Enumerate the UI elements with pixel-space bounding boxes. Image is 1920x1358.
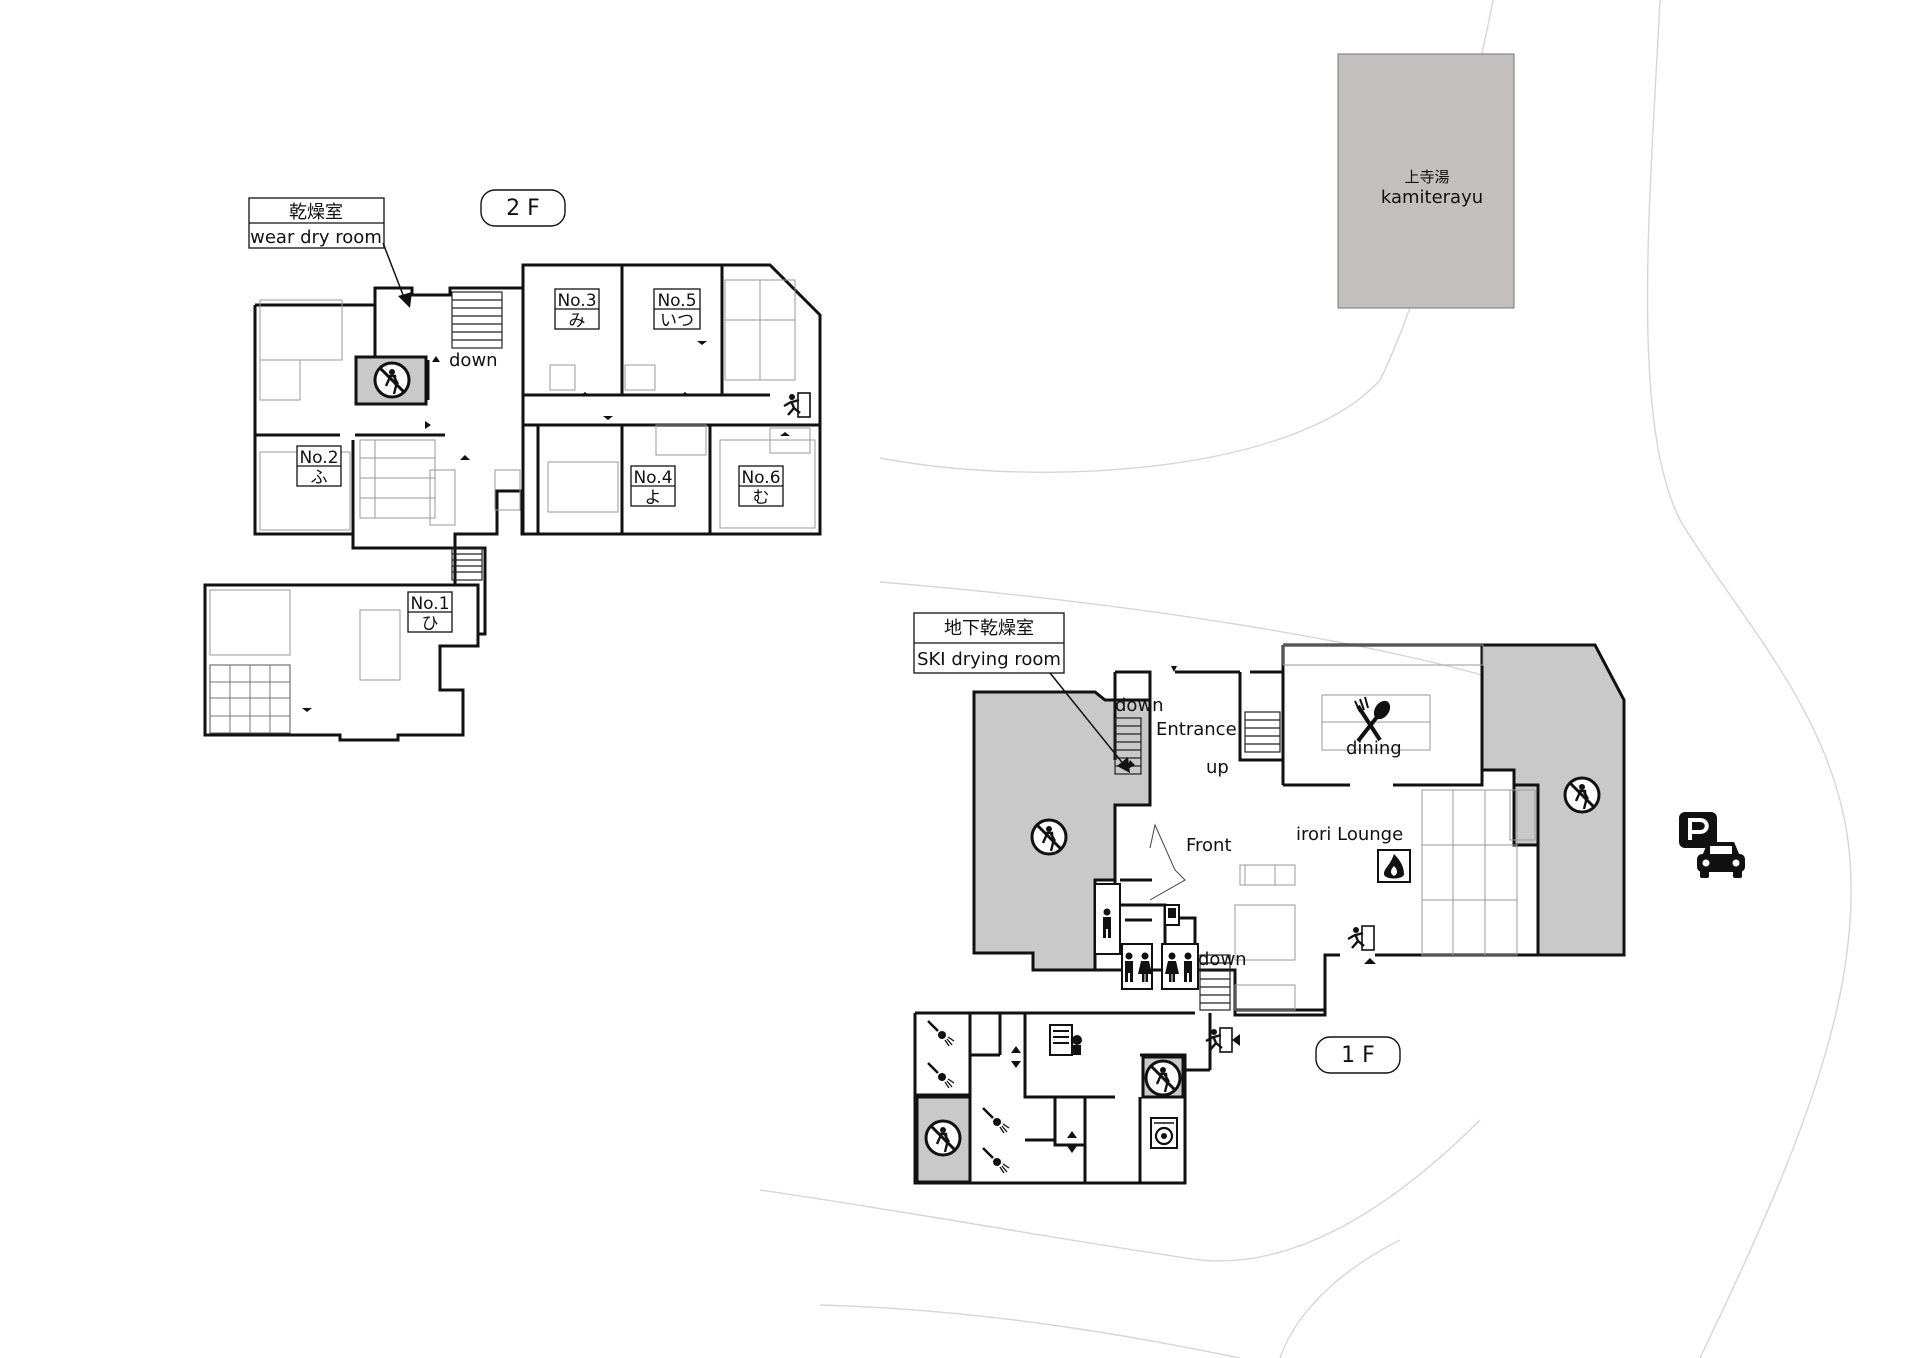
room-kana-label: よ (645, 488, 662, 508)
front-label: Front (1186, 835, 1232, 856)
ground-lines (759, 0, 1852, 1358)
wear-dry-room-jp-label: 乾燥室 (289, 202, 343, 223)
no-smoking-icon (1144, 1059, 1182, 1097)
up-down-icon (1067, 1131, 1077, 1153)
room-tags: No.1 ひ No.2 ふ No.3 み No.4 よ No.5 いつ (296, 288, 784, 634)
room-tag-3: No.3 み (554, 288, 600, 331)
room-tag-2: No.2 ふ (296, 445, 342, 488)
floor-badge-2f-label: 2 F (506, 196, 540, 221)
no-smoking-icon (1030, 818, 1068, 856)
down-basement-label: down (1198, 949, 1247, 970)
stairs-1f (1114, 711, 1281, 1011)
room-kana-label: ひ (422, 614, 439, 634)
parking-icon (1679, 812, 1717, 848)
room-kana-label: み (569, 311, 586, 331)
irori-lounge-label: irori Lounge (1296, 824, 1403, 845)
parking-area (1679, 812, 1745, 878)
ski-drying-room-jp-label: 地下乾燥室 (944, 618, 1034, 639)
first-floor-plan: down Entrance up dining Front irori Loun… (913, 612, 1626, 1185)
room-kana-label: ふ (311, 468, 328, 488)
restroom-icon (1094, 883, 1199, 990)
shower-icon (981, 1146, 1011, 1175)
room-tag-1: No.1 ひ (407, 591, 453, 634)
room-no-label: No.5 (657, 291, 696, 311)
stairs-2f (451, 291, 503, 581)
shower-icon (926, 1061, 956, 1090)
room-no-label: No.1 (410, 594, 449, 614)
shower-icon (981, 1106, 1011, 1135)
room-kana-label: む (753, 488, 770, 508)
emergency-exit-icon (782, 391, 812, 419)
elevator-icon (1164, 904, 1180, 926)
no-smoking-icon (1563, 776, 1601, 814)
car-icon (1697, 842, 1745, 878)
up-down-icon (1011, 1046, 1021, 1068)
door-arrows-2f (302, 341, 790, 712)
room-no-label: No.6 (741, 468, 780, 488)
room-kana-label: いつ (660, 311, 694, 331)
floor-badge-1f: 1 F (1315, 1036, 1401, 1074)
furniture-1f (1149, 644, 1536, 1011)
room-tag-5: No.5 いつ (653, 288, 701, 331)
wear-dry-room-callout: 乾燥室 wear dry room (248, 197, 412, 308)
kamiterayu-en-label: kamiterayu (1381, 187, 1483, 208)
washing-machine-icon (1150, 1117, 1178, 1149)
floor-badge-2f: 2 F (480, 189, 566, 227)
shower-icon (926, 1019, 956, 1048)
room-no-label: No.4 (633, 468, 672, 488)
furniture-2f (209, 279, 816, 734)
door-arrows-1f (1126, 666, 1376, 1046)
room-tag-4: No.4 よ (630, 465, 676, 508)
fire-icon (1377, 849, 1411, 883)
fork-spoon-icon (1354, 696, 1391, 743)
entrance-label: Entrance (1156, 719, 1237, 740)
ski-drying-room-en-label: SKI drying room (917, 649, 1061, 670)
dining-label: dining (1346, 738, 1402, 759)
second-floor-plan: down 乾燥室 wear dry room 2 F (203, 189, 822, 742)
no-smoking-icon (373, 361, 411, 399)
wear-dry-room-en-label: wear dry room (250, 227, 382, 248)
down-1f-label: down (1115, 695, 1164, 716)
room-no-label: No.3 (557, 291, 596, 311)
kamiterayu-building: 上寺湯 kamiterayu (1337, 53, 1515, 309)
kamiterayu-jp-label: 上寺湯 (1404, 168, 1449, 186)
restricted-area-east (1480, 643, 1626, 957)
emergency-exit-icon (1346, 924, 1376, 952)
vending-machine-icon (1049, 1024, 1082, 1056)
floor-badge-1f-label: 1 F (1341, 1043, 1375, 1068)
ski-drying-room-callout: 地下乾燥室 SKI drying room (913, 612, 1130, 773)
room-tag-6: No.6 む (738, 465, 784, 508)
down-2f-label: down (449, 350, 498, 371)
room-no-label: No.2 (299, 448, 338, 468)
no-smoking-icon (924, 1119, 962, 1157)
up-label: up (1206, 757, 1229, 778)
